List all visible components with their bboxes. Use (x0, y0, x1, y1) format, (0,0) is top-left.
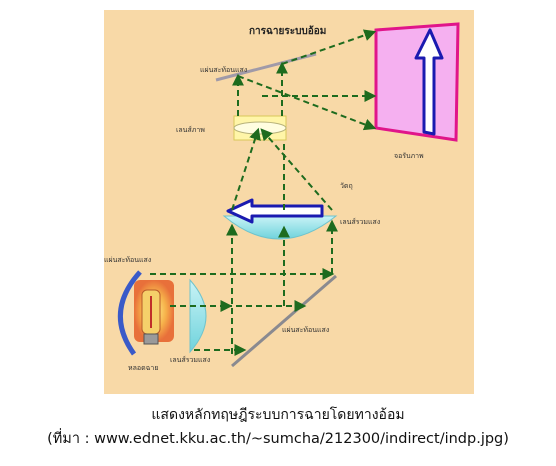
lamp-reflector (118, 270, 142, 356)
label-screen: จอรับภาพ (394, 152, 424, 160)
projected-image-arrow (414, 28, 444, 136)
label-objective-lens: เลนส์ภาพ (176, 126, 205, 134)
lamp-base (143, 333, 159, 345)
projection-screen (374, 22, 460, 142)
label-condenser-upper: เลนส์รวมแสง (340, 218, 380, 226)
caption-title: แสดงหลักทฤษฎีระบบการฉายโดยทางอ้อม (151, 407, 405, 423)
object-arrow (226, 198, 324, 224)
lower-condenser-lens (189, 278, 207, 354)
caption-source: (ที่มา : www.ednet.kku.ac.th/~sumcha/212… (47, 431, 509, 447)
label-lamp: หลอดฉาย (128, 364, 158, 372)
objective-lens (233, 121, 287, 135)
light-rays (150, 29, 377, 356)
diagram-figure: การฉายระบบอ้อม (104, 10, 474, 394)
label-upper-mirror: แผ่นสะท้อนแสง (200, 66, 247, 74)
label-object: วัตถุ (340, 182, 353, 190)
diagram-title: การฉายระบบอ้อม (249, 25, 326, 37)
label-left-mirror: แผ่นสะท้อนแสง (104, 256, 151, 264)
ray (237, 75, 377, 131)
lower-mirror (231, 274, 337, 368)
ray (231, 127, 261, 211)
label-condenser-lower: เลนส์รวมแสง (170, 356, 210, 364)
label-lower-mirror: แผ่นสะท้อนแสง (282, 326, 329, 334)
ray (260, 128, 333, 211)
ray (281, 29, 377, 65)
